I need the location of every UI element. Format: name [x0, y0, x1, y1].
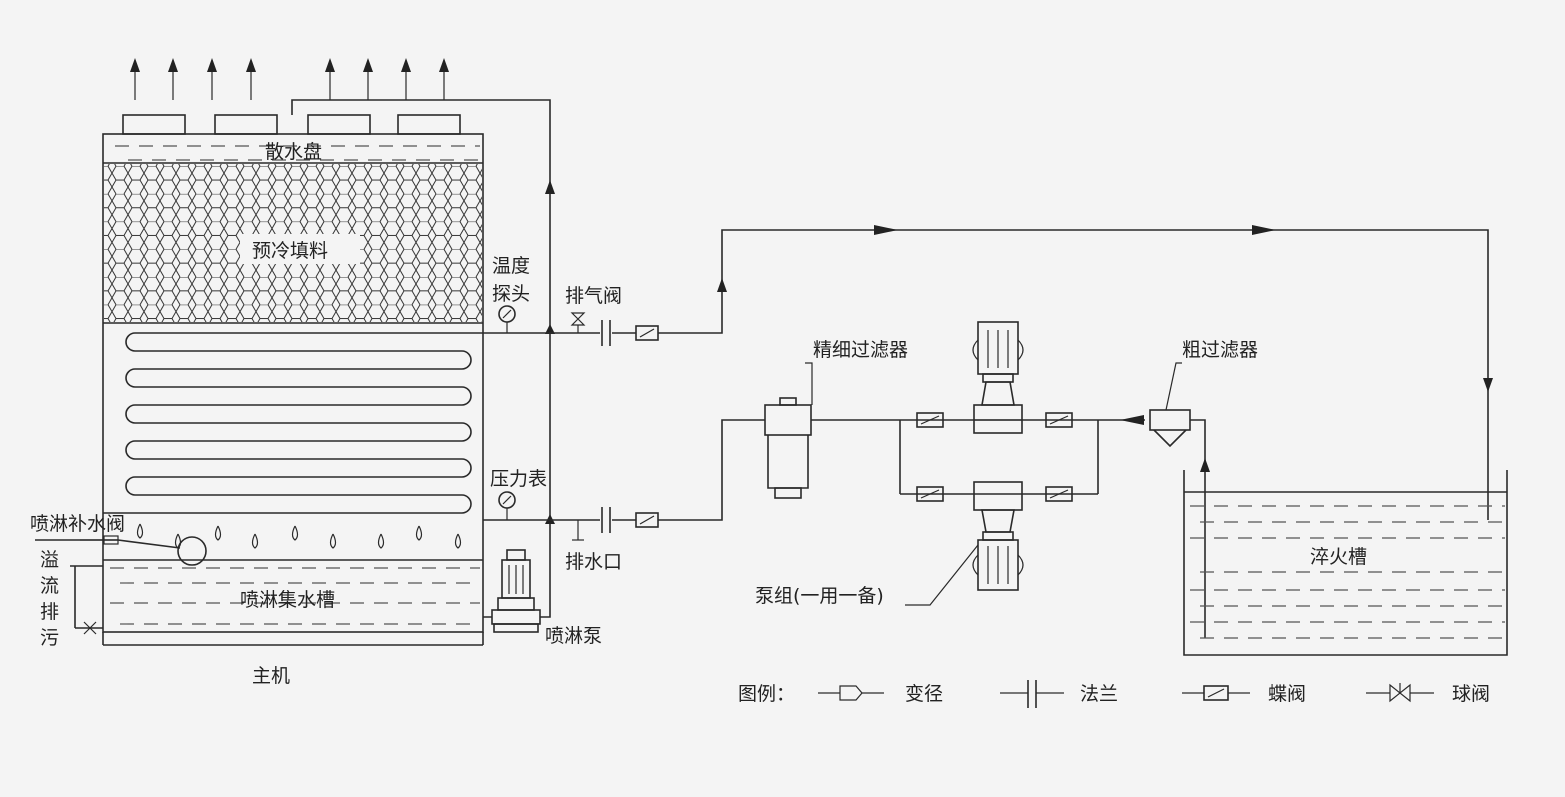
- reducer-icon: [839, 685, 863, 701]
- label-coarse-filter: 粗过滤器: [1182, 339, 1258, 361]
- label-temp-probe-1: 温度: [492, 255, 530, 277]
- legend-title: 图例：: [738, 683, 795, 705]
- label-pump-group: 泵组(一用一备): [755, 585, 884, 607]
- exhaust-arrows: [130, 58, 449, 100]
- tower-body: [102, 133, 484, 633]
- label-pressure-gauge: 压力表: [490, 468, 547, 490]
- label-spray-basin: 喷淋集水槽: [240, 589, 335, 611]
- fan-housings: [122, 114, 461, 135]
- heat-exchange-coil: [103, 332, 483, 514]
- ball-valve-icon: [1389, 683, 1411, 703]
- spray-pump: [291, 99, 551, 633]
- quench-tank: [1183, 470, 1508, 656]
- label-water-tray: 散水盘: [265, 141, 322, 163]
- label-overflow-4: 污: [40, 627, 59, 649]
- spray-drops: [136, 523, 462, 549]
- label-overflow-1: 溢: [40, 549, 59, 571]
- legend-label-flange: 法兰: [1080, 683, 1118, 705]
- legend-label-reducer: 变径: [905, 683, 943, 705]
- label-main-unit: 主机: [252, 665, 290, 687]
- label-temp-probe-2: 探头: [492, 283, 530, 305]
- air-vent-valve: [570, 312, 586, 326]
- legend-symbols: [818, 680, 1434, 708]
- label-spray-pump: 喷淋泵: [545, 625, 602, 647]
- label-quench-tank: 淬火槽: [1310, 546, 1367, 568]
- return-pipe: [483, 419, 765, 541]
- coarse-filter: [1120, 409, 1210, 638]
- pump-group: [899, 321, 1099, 591]
- label-air-vent: 排气阀: [565, 285, 622, 307]
- label-precooling-fill: 预冷填料: [252, 240, 328, 262]
- fine-filter: [764, 397, 812, 499]
- label-makeup-valve: 喷淋补水阀: [30, 513, 125, 535]
- legend-label-butterfly-valve: 蝶阀: [1268, 683, 1306, 705]
- leader-lines: [80, 362, 1182, 606]
- float-ball: [177, 536, 207, 566]
- main-unit: [35, 58, 555, 646]
- label-fine-filter: 精细过滤器: [813, 339, 908, 361]
- label-drain-outlet: 排水口: [565, 551, 622, 573]
- label-overflow-3: 排: [40, 601, 59, 623]
- label-overflow-2: 流: [40, 575, 59, 597]
- outlet-pipe: [483, 225, 1493, 520]
- legend-label-ball-valve: 球阀: [1452, 683, 1490, 705]
